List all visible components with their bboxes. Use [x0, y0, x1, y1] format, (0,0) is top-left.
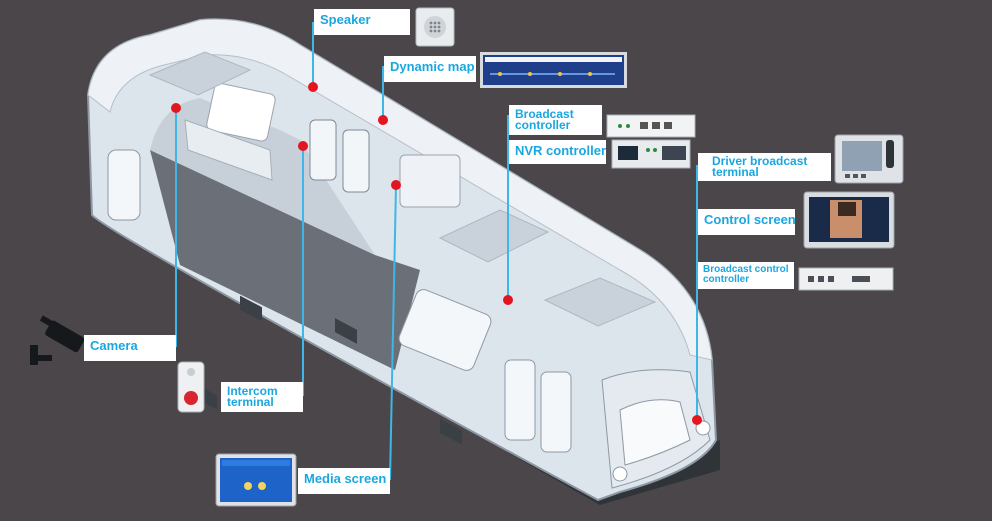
- markers: [171, 82, 702, 425]
- nvr-device-icon: [611, 139, 691, 169]
- label-broadcast-controller: Broadcast controller: [509, 105, 602, 135]
- control-screen-icon: [803, 191, 895, 249]
- interior-seat: [184, 119, 273, 181]
- intercom-icon: [177, 361, 205, 413]
- driver-terminal-icon: [834, 134, 904, 184]
- dynamic-map-display-icon: [480, 52, 627, 88]
- headlight-right: [695, 420, 711, 436]
- roof-unit-2: [438, 209, 550, 263]
- cctv-camera-icon: [30, 315, 85, 365]
- rack-unit-icon: [798, 267, 894, 291]
- interior-door-right: [342, 129, 370, 193]
- label-dynamic-map: Dynamic map: [384, 56, 476, 82]
- label-control-screen: Control screen: [698, 209, 796, 235]
- windshield: [619, 399, 691, 466]
- headlight-left: [612, 466, 628, 482]
- rack-controller-icon: [606, 114, 696, 138]
- roof-unit-3: [543, 277, 657, 327]
- side-door-right: [540, 371, 572, 453]
- marker-broadcast: [503, 295, 513, 305]
- label-broadcast-control-controller: Broadcast control controller: [698, 262, 794, 289]
- speaker-device-icon: [415, 7, 455, 47]
- label-camera: Camera: [84, 335, 176, 361]
- marker-speaker: [308, 82, 318, 92]
- side-window: [398, 289, 492, 371]
- train-car: [86, 18, 720, 505]
- interior-door-left: [309, 119, 337, 181]
- marker-driver-terminal: [692, 415, 702, 425]
- label-media-screen: Media screen: [298, 468, 390, 494]
- leader-lines: [175, 22, 698, 481]
- interior-window-2: [399, 154, 461, 208]
- label-intercom-terminal: Intercom terminal: [221, 382, 303, 412]
- left-side-window: [107, 149, 141, 221]
- interior-floor: [150, 150, 420, 370]
- marker-media-screen: [391, 180, 401, 190]
- media-screen-icon: [215, 453, 297, 507]
- roof-unit-1: [148, 51, 252, 96]
- label-driver-broadcast-terminal: Driver broadcast terminal: [698, 153, 831, 181]
- interior-window: [206, 82, 276, 142]
- marker-intercom: [298, 141, 308, 151]
- marker-dynamic-map: [378, 115, 388, 125]
- label-speaker: Speaker: [314, 9, 410, 35]
- side-door-left: [504, 359, 536, 441]
- label-nvr-controller: NVR controller: [509, 140, 606, 164]
- marker-camera: [171, 103, 181, 113]
